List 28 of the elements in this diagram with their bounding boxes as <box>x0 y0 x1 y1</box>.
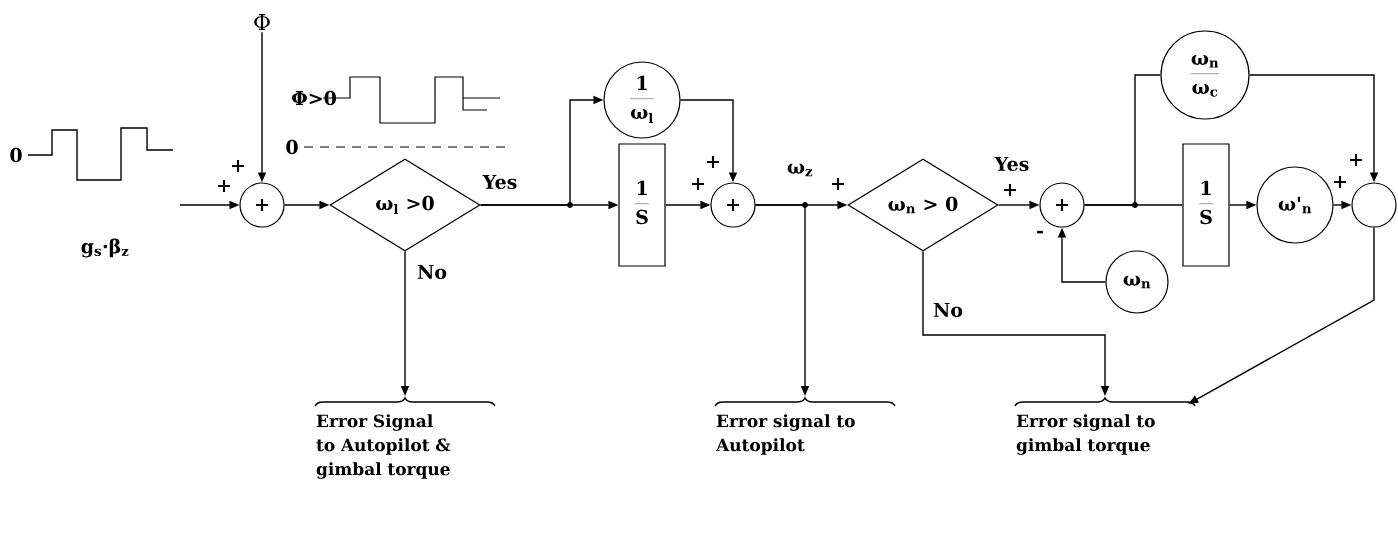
integrator-box: 1 S <box>1182 143 1230 267</box>
signal-label: Φ <box>254 13 270 30</box>
summing-junction: + <box>239 182 285 228</box>
output-label: Error signal to gimbal torque <box>1016 414 1155 455</box>
summing-junction <box>1351 182 1397 228</box>
edge-label: No <box>932 301 964 319</box>
edge-label: Yes <box>481 173 519 191</box>
sign-label: + <box>232 160 244 172</box>
level-label: 0 <box>10 147 22 163</box>
sign-label: + <box>1004 184 1016 196</box>
sign-label: + <box>692 178 704 190</box>
output-label: Error signal to Autopilot <box>715 414 855 455</box>
sign-label: + <box>832 178 844 190</box>
edge-label: ω$_{z}$ <box>785 162 815 178</box>
signal-label: Φ>0 <box>292 90 336 106</box>
sign-label: + <box>218 180 230 192</box>
output-label: Error Signal to Autopilot & gimbal torque <box>316 414 451 479</box>
sign-label: + <box>707 156 719 168</box>
summing-junction: + <box>1039 182 1085 228</box>
signal-label: g$_{s}$·β$_{z}$ <box>81 238 129 258</box>
level-label: 0 <box>286 139 298 155</box>
edge-label: No <box>416 263 449 281</box>
integrator-box: 1 S <box>618 143 666 267</box>
sign-label: + <box>1334 176 1346 188</box>
sign-label: - <box>1037 230 1043 234</box>
connector-line <box>1083 74 1162 206</box>
sign-label: + <box>1350 154 1362 166</box>
summing-junction: + <box>710 182 756 228</box>
